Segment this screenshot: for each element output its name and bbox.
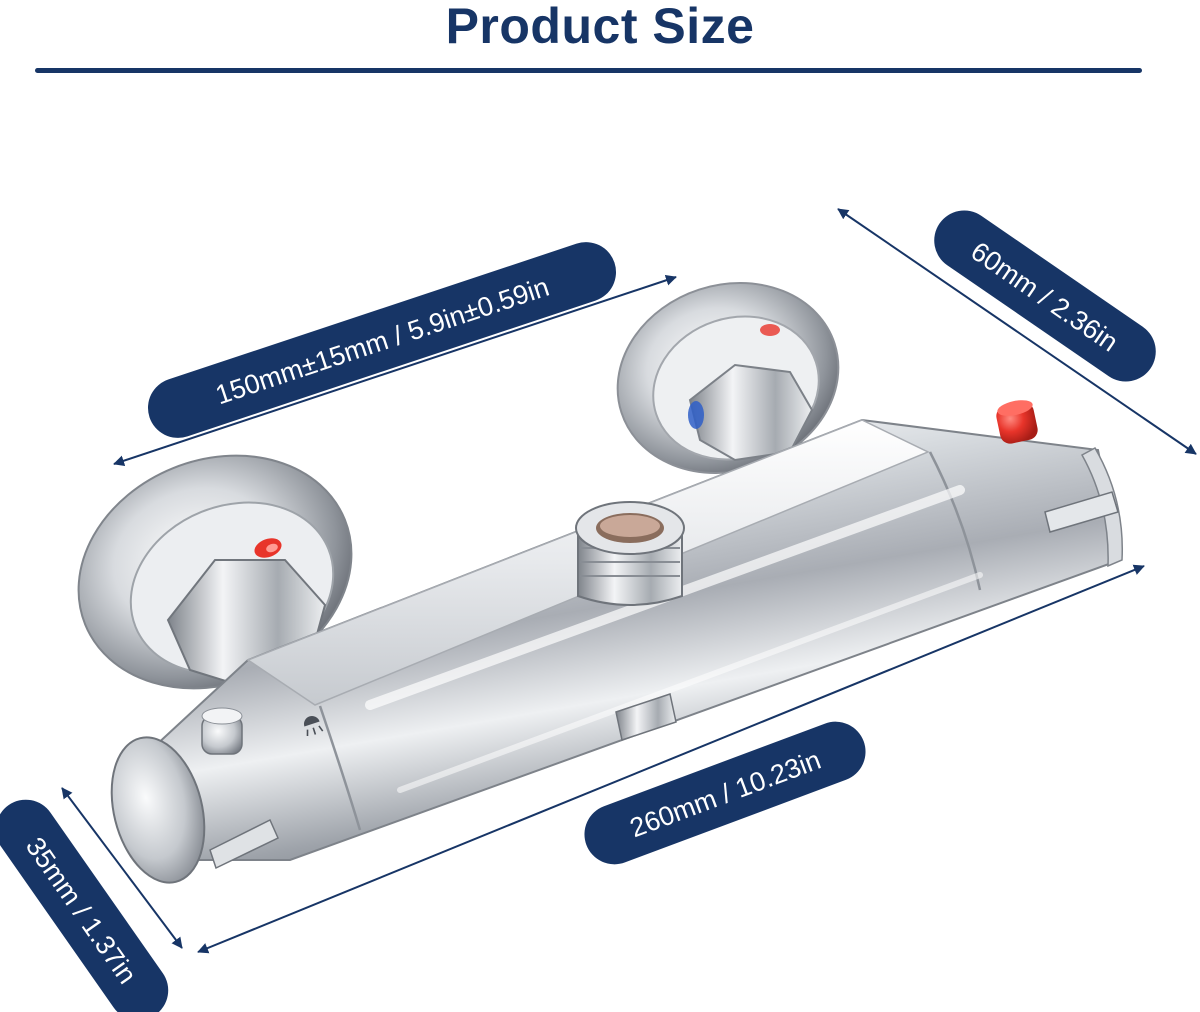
inlet-spacing-text: 150mm±15mm / 5.9in±0.59in (212, 272, 553, 411)
page-title: Product Size (445, 0, 755, 54)
inlet-spacing-label: 150mm±15mm / 5.9in±0.59in (147, 242, 617, 438)
temperature-stop-button (996, 400, 1038, 444)
depth-arrow (837, 208, 1197, 455)
depth-text: 60mm / 2.36in (965, 236, 1123, 358)
diameter-arrow (61, 787, 183, 949)
length-arrow (197, 564, 1145, 954)
inlet-spacing-arrow (113, 274, 677, 467)
thermostatic-mixer-illustration (77, 282, 1124, 884)
shower-outlet-connector (575, 501, 685, 606)
diverter-button (201, 707, 243, 755)
title-divider (35, 68, 1142, 73)
dimension-arrows (61, 208, 1197, 954)
diameter-text: 35mm / 1.37in (20, 832, 143, 989)
depth-label: 60mm / 2.36in (934, 210, 1156, 382)
